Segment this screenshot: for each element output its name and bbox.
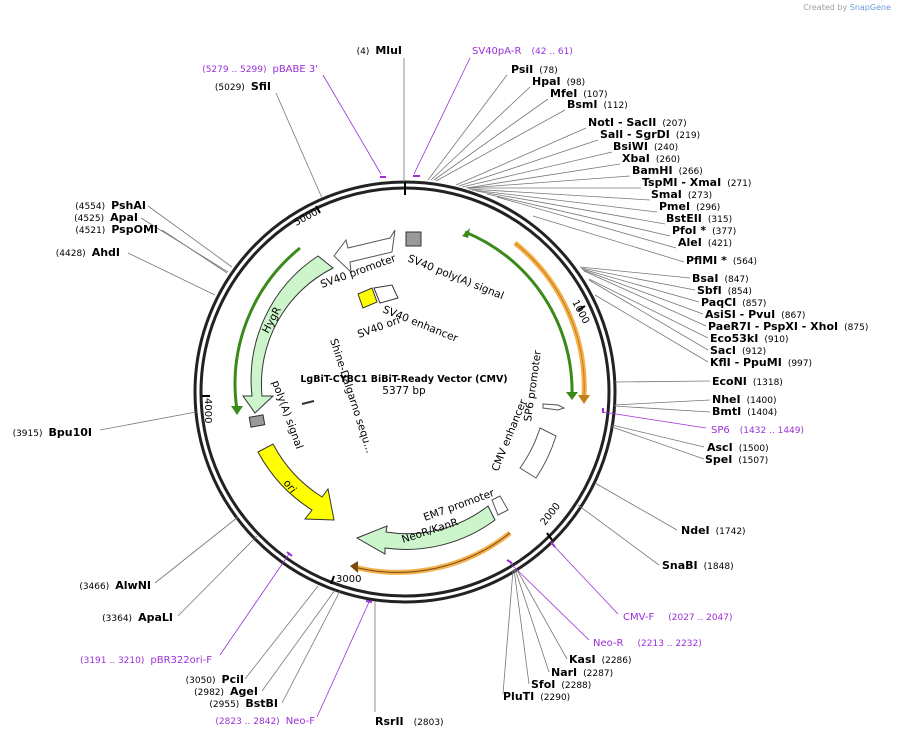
scale-ticks (202, 205, 586, 585)
sv40-enhancer-box (373, 284, 399, 304)
tick-5000: 5000 (292, 207, 320, 229)
watermark-prefix: Created by (803, 3, 848, 12)
enzyme-label-bstbi: (2955)BstBI (209, 697, 278, 710)
enzyme-label-apali: (3364)ApaLI (102, 611, 173, 624)
orange-arc-bottom-edge (353, 532, 511, 573)
enzyme-label-bsteii: BstEII(315) (666, 212, 732, 225)
enzyme-label-asci: AscI(1500) (707, 441, 769, 454)
enzyme-label-bsmi: BsmI(112) (567, 98, 628, 111)
enzyme-label-alwni: (3466)AlwNI (79, 579, 151, 592)
sv40-polya-box (405, 231, 422, 247)
feature-label-sv40-ori: SV40 ori (356, 314, 402, 340)
enzyme-label-ndei: NdeI(1742) (681, 524, 746, 537)
primer-label-neo-r: Neo-R(2213 .. 2232) (593, 638, 702, 649)
primer-label-sv40pa-r: SV40pA-R(42 .. 61) (472, 46, 573, 57)
enzyme-label-mfei: MfeI(107) (550, 87, 608, 100)
orange-arc-right-edge (514, 242, 585, 398)
enzyme-label-econi: EcoNI(1318) (712, 375, 783, 388)
enzyme-label-eco53ki: Eco53kI(910) (710, 332, 789, 345)
enzyme-label-mlui: (4)MluI (357, 44, 402, 57)
orange-arc-bottom-head (350, 561, 358, 573)
enzyme-label-apai: (4525)ApaI (74, 211, 138, 224)
enzyme-label-rsrii: RsrII(2803) (375, 715, 444, 728)
enzyme-label-pcii: (3050)PciI (186, 673, 244, 686)
enzyme-label-sfoi: SfoI(2288) (531, 678, 591, 691)
green-arc-right (464, 230, 574, 397)
tick-3000: 3000 (336, 574, 361, 585)
enzyme-label-asisi: AsiSI - PvuI(867) (705, 308, 805, 321)
enzyme-label-noti: NotI - SacII(207) (588, 116, 687, 129)
tick-4000: 4000 (202, 398, 213, 423)
enzyme-labels-right: (4)MluI PsiI(78) HpaI(98) MfeI(107) BsmI… (357, 44, 869, 728)
snapgene-watermark: Created by SnapGene (803, 3, 891, 12)
green-arc-right-head (566, 392, 578, 400)
primer-label-cmv-f: CMV-F(2027 .. 2047) (623, 612, 733, 623)
enzyme-label-hpai: HpaI(98) (532, 75, 585, 88)
enzyme-label-nari: NarI(2287) (551, 666, 613, 679)
plasmid-length: 5377 bp (382, 385, 426, 397)
enzyme-label-saci: SacI(912) (710, 344, 766, 357)
em7-promoter-arrow (491, 495, 509, 516)
enzyme-label-sbfi: SbfI(854) (697, 284, 752, 297)
enzyme-label-pshai: (4554)PshAI (75, 199, 146, 212)
enzyme-label-sali: SalI - SgrDI(219) (600, 128, 700, 141)
feature-label-sv40-polya: SV40 poly(A) signal (406, 253, 506, 303)
plasmid-name: LgBiT-CYBC1 BiBiT-Ready Vector (CMV) (300, 374, 507, 385)
sv40-ori-box (357, 287, 378, 309)
enzyme-label-tspmi: TspMI - XmaI(271) (642, 176, 751, 189)
polya-box (248, 414, 266, 428)
primer-leader-lines (219, 57, 707, 718)
ori-arrow (257, 443, 335, 521)
enzyme-label-pmei: PmeI(296) (659, 200, 720, 213)
enzyme-labels-left: (2955)BstBI (2982)AgeI (3050)PciI (3364)… (13, 80, 278, 710)
enzyme-label-xbai: XbaI(260) (622, 152, 680, 165)
enzyme-label-pluti: PluTI(2290) (503, 690, 570, 703)
enzyme-label-pfoi: PfoI *(377) (672, 224, 736, 237)
enzyme-label-alei: AleI(421) (678, 236, 732, 249)
enzyme-label-paqci: PaqCI(857) (701, 296, 766, 309)
enzyme-label-kasi: KasI(2286) (569, 653, 632, 666)
shine-dalgarno-mark (301, 400, 315, 405)
enzyme-label-snabi: SnaBI(1848) (662, 559, 734, 572)
feature-label-shine-dalgarno: Shine-Dalgarno sequ... (327, 337, 375, 454)
enzyme-label-sfii: (5029)SfiI (215, 80, 271, 93)
enzyme-label-bsai: BsaI(847) (692, 272, 749, 285)
enzyme-label-bpu10i: (3915)Bpu10I (13, 426, 92, 439)
hygr-arrow (242, 255, 334, 414)
enzyme-label-bmti: BmtI(1404) (712, 405, 777, 418)
sv40-promoter-arrow (333, 229, 396, 274)
enzyme-label-pflmi: PflMI *(564) (686, 254, 757, 267)
orange-arc-right-head (578, 395, 590, 404)
enzyme-label-pspomi: (4521)PspOMI (75, 223, 158, 236)
primer-label-sp6: SP6(1432 .. 1449) (711, 425, 804, 436)
enzyme-leader-lines (99, 58, 711, 712)
neor-arrow (355, 505, 496, 555)
enzyme-label-nhei: NheI(1400) (712, 393, 777, 406)
primer-label-neo-f: (2823 .. 2842)Neo-F (215, 716, 315, 727)
sp6-promoter-arrow (542, 403, 566, 411)
enzyme-label-agei: (2982)AgeI (194, 685, 258, 698)
primer-label-pbr322ori-f: (3191 .. 3210)pBR322ori-F (80, 655, 212, 666)
primer-labels: SV40pA-R(42 .. 61) (5279 .. 5299)pBABE 3… (80, 46, 804, 727)
enzyme-label-spei: SpeI(1507) (705, 453, 768, 466)
enzyme-label-smai: SmaI(273) (651, 188, 712, 201)
enzyme-label-psii: PsiI(78) (511, 63, 558, 76)
enzyme-label-bamhi: BamHI(266) (632, 164, 703, 177)
cmv-enhancer-arrow (519, 427, 557, 479)
enzyme-label-kfli: KflI - PpuMI(997) (710, 356, 812, 369)
green-arc-right-head-start (462, 228, 470, 238)
feature-label-sp6-promoter: SP6 promoter (522, 349, 544, 422)
primer-label-pbabe3: (5279 .. 5299)pBABE 3' (202, 64, 318, 75)
green-arc-left (233, 246, 301, 411)
feature-label-polya: poly(A) signal (269, 379, 305, 451)
enzyme-label-paer7i: PaeR7I - PspXI - XhoI(875) (708, 320, 868, 333)
green-arc-left-head (231, 406, 243, 415)
enzyme-label-ahdi: (4428)AhdI (56, 246, 120, 259)
watermark-brand: SnapGene (849, 3, 891, 12)
enzyme-label-bsiwi: BsiWI(240) (613, 140, 678, 153)
primer-marks (286, 175, 604, 603)
